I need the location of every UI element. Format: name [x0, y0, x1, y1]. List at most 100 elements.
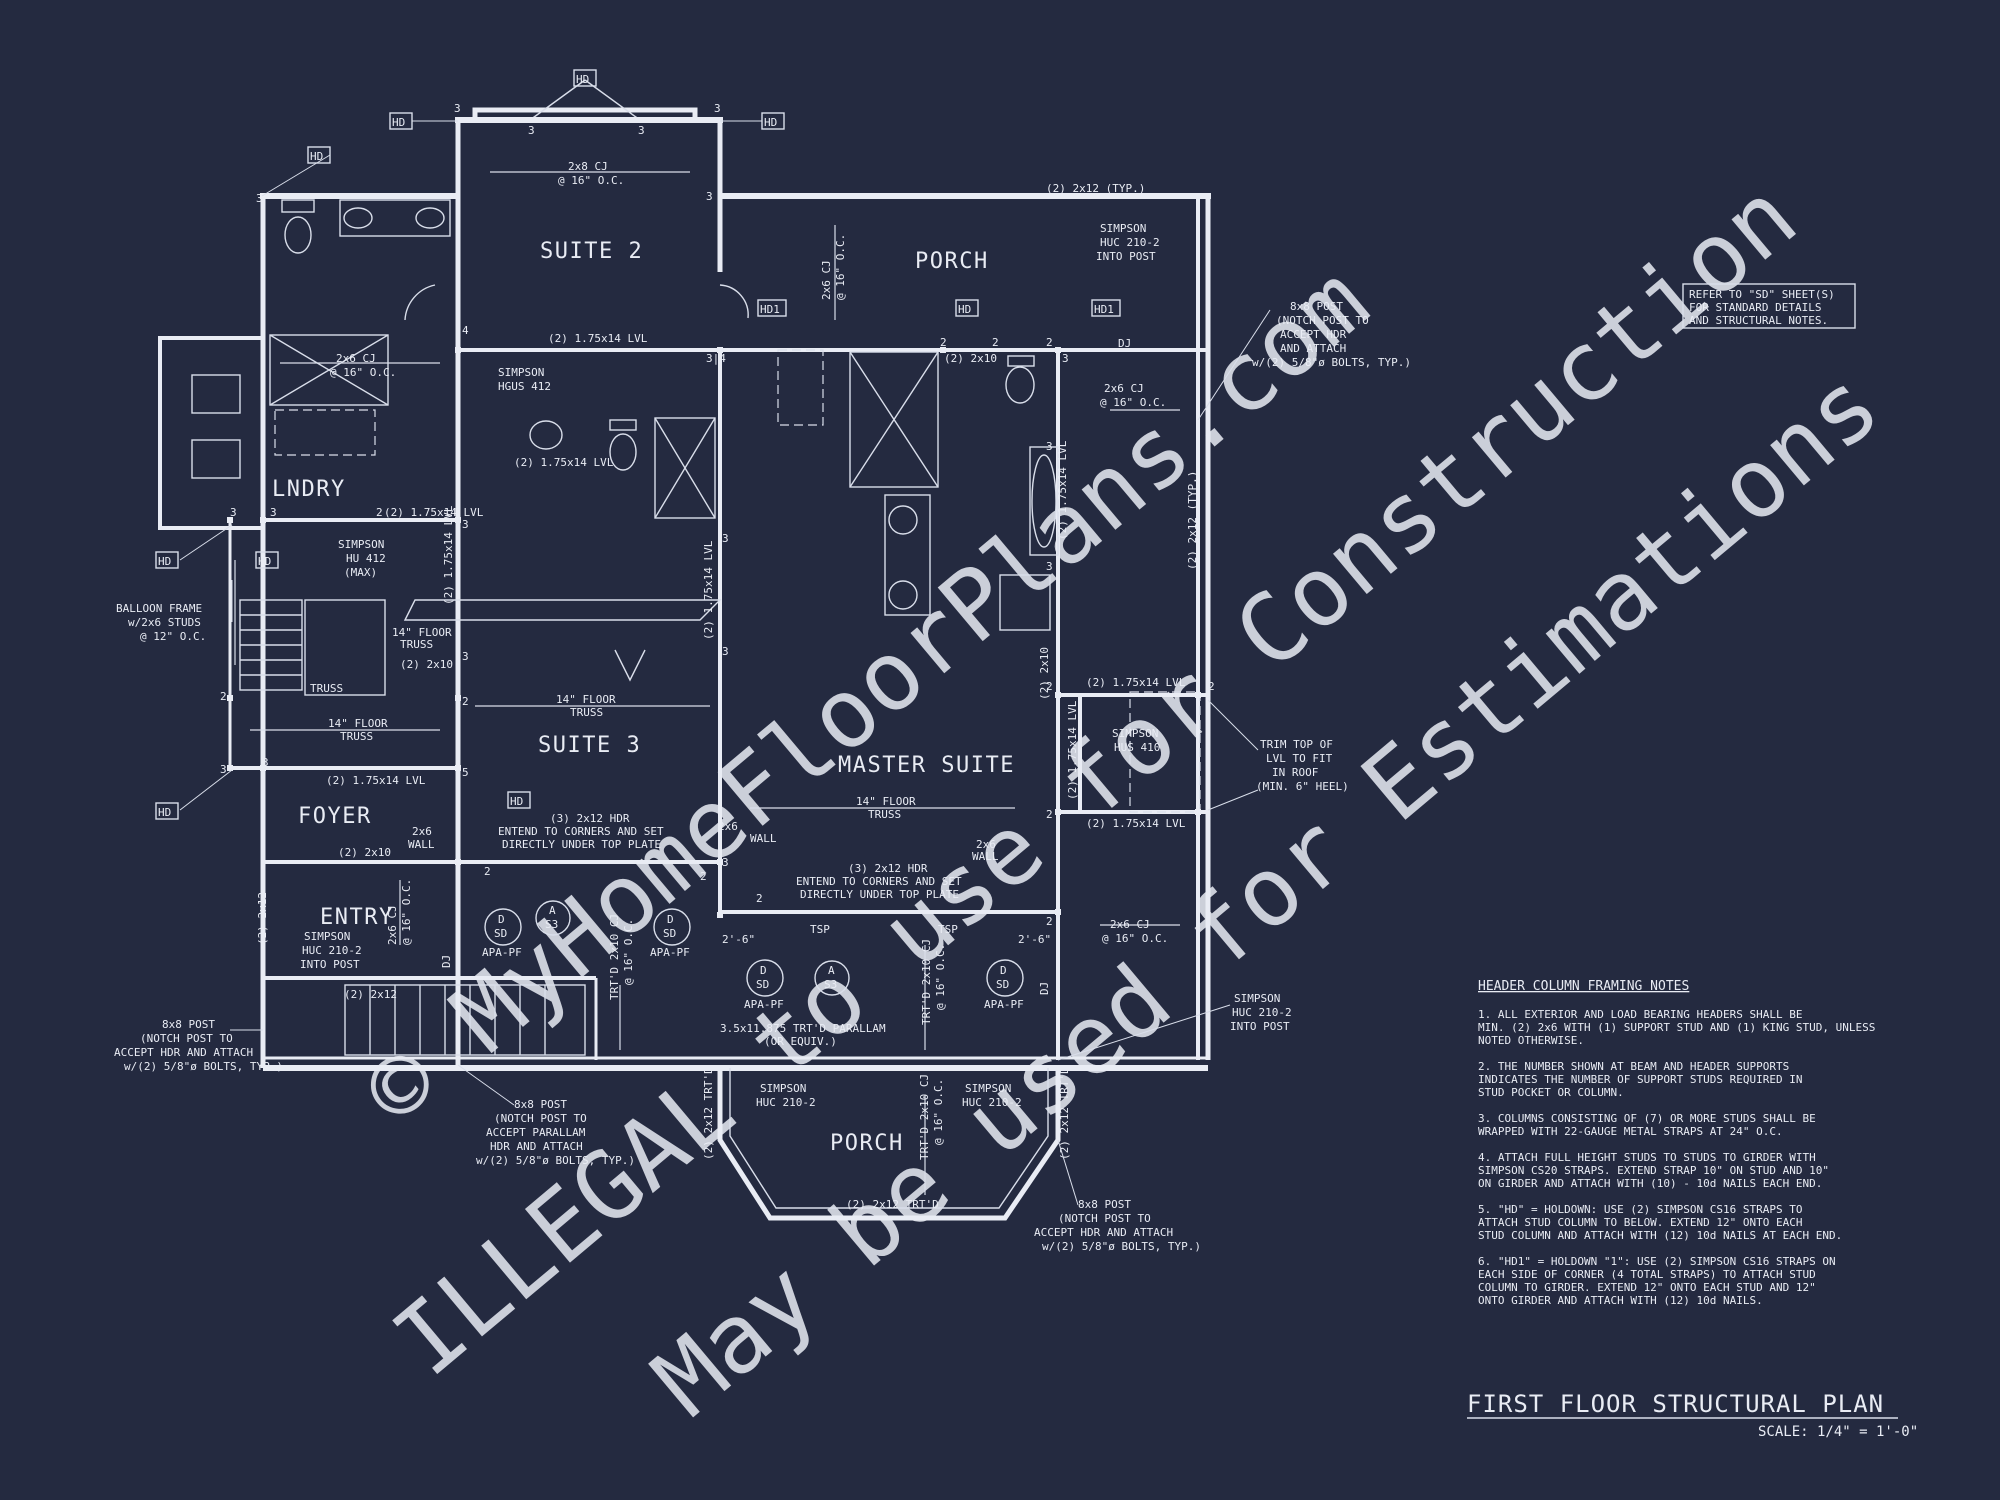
- plan-ellipse: [888, 505, 918, 535]
- plan-path: [403, 599, 722, 621]
- plan-rect: [1195, 692, 1201, 698]
- plan-line: [457, 1064, 515, 1106]
- plan-circle: [814, 960, 850, 996]
- structural-labels: 2x8 CJ @ 16" O.C. (2) 2x12 (TYP.) SIMPSO…: [116, 160, 1349, 1211]
- labels-truss: TRUSS: [570, 706, 603, 719]
- labels-huc210: HUC 210-2: [302, 944, 362, 957]
- labels-x2x12: (2) 2x12: [256, 892, 269, 945]
- labels-post8x8: 8x8 POST: [1290, 300, 1343, 313]
- plan-circle: [986, 959, 1024, 997]
- notes-n6b: EACH SIDE OF CORNER (4 TOTAL STRAPS) TO …: [1478, 1268, 1816, 1281]
- labels-simpson: SIMPSON: [1112, 727, 1158, 740]
- notes-n3b: WRAPPED WITH 22-GAUGE METAL STRAPS AT 24…: [1478, 1125, 1783, 1138]
- plan-rect: [1091, 299, 1121, 317]
- labels-n2: 2: [940, 336, 947, 349]
- plan-rect: [1129, 691, 1201, 813]
- plan-ellipse: [1005, 366, 1035, 404]
- labels-lvl-2-175x14: (2) 1.75x14 LVL: [326, 774, 426, 787]
- labels-lvl-2-175x14: (2) 1.75x14 LVL: [442, 505, 455, 605]
- plan-rect: [757, 299, 787, 317]
- hd-tag: HD: [155, 551, 179, 569]
- labels-x2x10-2: (2) 2x10: [944, 352, 997, 365]
- hd1-tag: HD1: [757, 299, 787, 317]
- notes-n6c: COLUMN TO GIRDER. EXTEND 12" ONTO EACH S…: [1478, 1281, 1816, 1294]
- labels-n3: 3: [462, 518, 469, 531]
- plan-polyline: [717, 1068, 1061, 1221]
- room-laundry: LNDRY: [272, 477, 346, 502]
- plan-line: [1057, 1139, 1079, 1206]
- plan-line: [269, 334, 389, 406]
- labels-n3: 3: [714, 102, 721, 115]
- notes-n2b: INDICATES THE NUMBER OF SUPPORT STUDS RE…: [1478, 1073, 1803, 1086]
- framing-notes: HEADER COLUMN FRAMING NOTES 1. ALL EXTER…: [1478, 979, 1875, 1307]
- plan-path: [404, 284, 436, 321]
- hd-tag: HD: [389, 112, 413, 130]
- notes-n4a: 4. ATTACH FULL HEIGHT STUDS TO STUDS TO …: [1478, 1151, 1816, 1164]
- labels-extend2: DIRECTLY UNDER TOP PLATE: [502, 838, 661, 851]
- labels-dj: DJ: [1038, 982, 1051, 995]
- plan-circle: [653, 908, 691, 946]
- notes-n2c: STUD POCKET OR COLUMN.: [1478, 1086, 1624, 1099]
- plan-rect: [191, 439, 241, 479]
- labels-cj-2x6: 2x6 CJ: [1104, 382, 1144, 395]
- labels-bolts: w/(2) 5/8"ø BOLTS, TYP.): [1252, 356, 1411, 369]
- plan-polyline: [472, 107, 698, 120]
- plan-rect: [1029, 446, 1059, 556]
- labels-oc16: @ 16" O.C.: [1100, 396, 1166, 409]
- tags-hd: HD: [764, 116, 777, 129]
- labels-balloon1: BALLOON FRAME: [116, 602, 202, 615]
- labels-n3: 3: [722, 532, 729, 545]
- labels-dim26: 2'-6": [1018, 933, 1051, 946]
- notes-n1b: MIN. (2) 2x6 WITH (1) SUPPORT STUD AND (…: [1478, 1021, 1875, 1034]
- plan-rect: [884, 494, 931, 616]
- room-entry: ENTRY: [320, 905, 394, 930]
- labels-cj-2x6: 2x6 CJ: [1110, 918, 1150, 931]
- plan-rect: [717, 347, 723, 353]
- plan-ellipse: [343, 207, 373, 229]
- hd-tag: HD: [573, 69, 597, 87]
- labels-huc210: HUC 210-2: [1232, 1006, 1292, 1019]
- room-suite-2: SUITE 2: [540, 239, 643, 264]
- plan-rect: [255, 551, 279, 569]
- labels-wall-2x6-b: WALL: [750, 832, 777, 845]
- labels-n3: 3: [270, 506, 277, 519]
- labels-wall-2x6-b: WALL: [408, 838, 435, 851]
- plan-polyline: [729, 1068, 1049, 1209]
- plan-rect: [530, 117, 536, 123]
- plan-line: [1207, 699, 1259, 751]
- labels-trtd-2x10-cj: TRT'D 2x10 CJ: [608, 914, 621, 1000]
- labels-x2x10-2: (2) 2x10: [338, 846, 391, 859]
- labels-lvl-2-175x14: (2) 1.75x14 LVL: [1086, 817, 1186, 830]
- leaders: [179, 120, 1271, 1206]
- labels-n2: 2: [700, 870, 707, 883]
- notes-n1c: NOTED OTHERWISE.: [1478, 1034, 1584, 1047]
- refer-l3: AND STRUCTURAL NOTES.: [1689, 314, 1828, 327]
- tags-hd: HD: [158, 806, 171, 819]
- labels-oc16: @ 16" O.C.: [1102, 932, 1168, 945]
- labels-trim4: (MIN. 6" HEEL): [1256, 780, 1349, 793]
- labels-lvl-2-175x14: (2) 1.75x14 LVL: [548, 332, 648, 345]
- plan-rect: [455, 517, 461, 523]
- labels-cj-2x6: 2x6 CJ: [336, 352, 376, 365]
- labels-x2x12-trtd: (2) 2x12 TRT'D: [702, 1067, 715, 1160]
- labels-d: D: [498, 913, 505, 926]
- labels-trtd-2x10-cj: TRT'D 2x10 CJ: [918, 1074, 931, 1160]
- labels-n3: 3: [256, 192, 263, 205]
- labels-n3: 3: [722, 645, 729, 658]
- labels-apa: APA-PF: [482, 946, 522, 959]
- plan-line: [179, 769, 233, 811]
- labels-simpson: SIMPSON: [965, 1082, 1011, 1095]
- plan-ellipse: [284, 216, 312, 254]
- plan-title: FIRST FLOOR STRUCTURAL PLAN: [1467, 1390, 1884, 1418]
- plan-rect: [1195, 809, 1201, 815]
- labels-sd: SD: [996, 978, 1009, 991]
- stair: [239, 599, 586, 1056]
- plan-rect: [344, 984, 586, 1056]
- notes-n2a: 2. THE NUMBER SHOWN AT BEAM AND HEADER S…: [1478, 1060, 1789, 1073]
- walls: [158, 79, 1211, 1221]
- labels-dj: DJ: [440, 955, 453, 968]
- labels-apa: APA-PF: [744, 998, 784, 1011]
- room-foyer: FOYER: [298, 804, 372, 829]
- tags-hd: HD: [310, 150, 323, 163]
